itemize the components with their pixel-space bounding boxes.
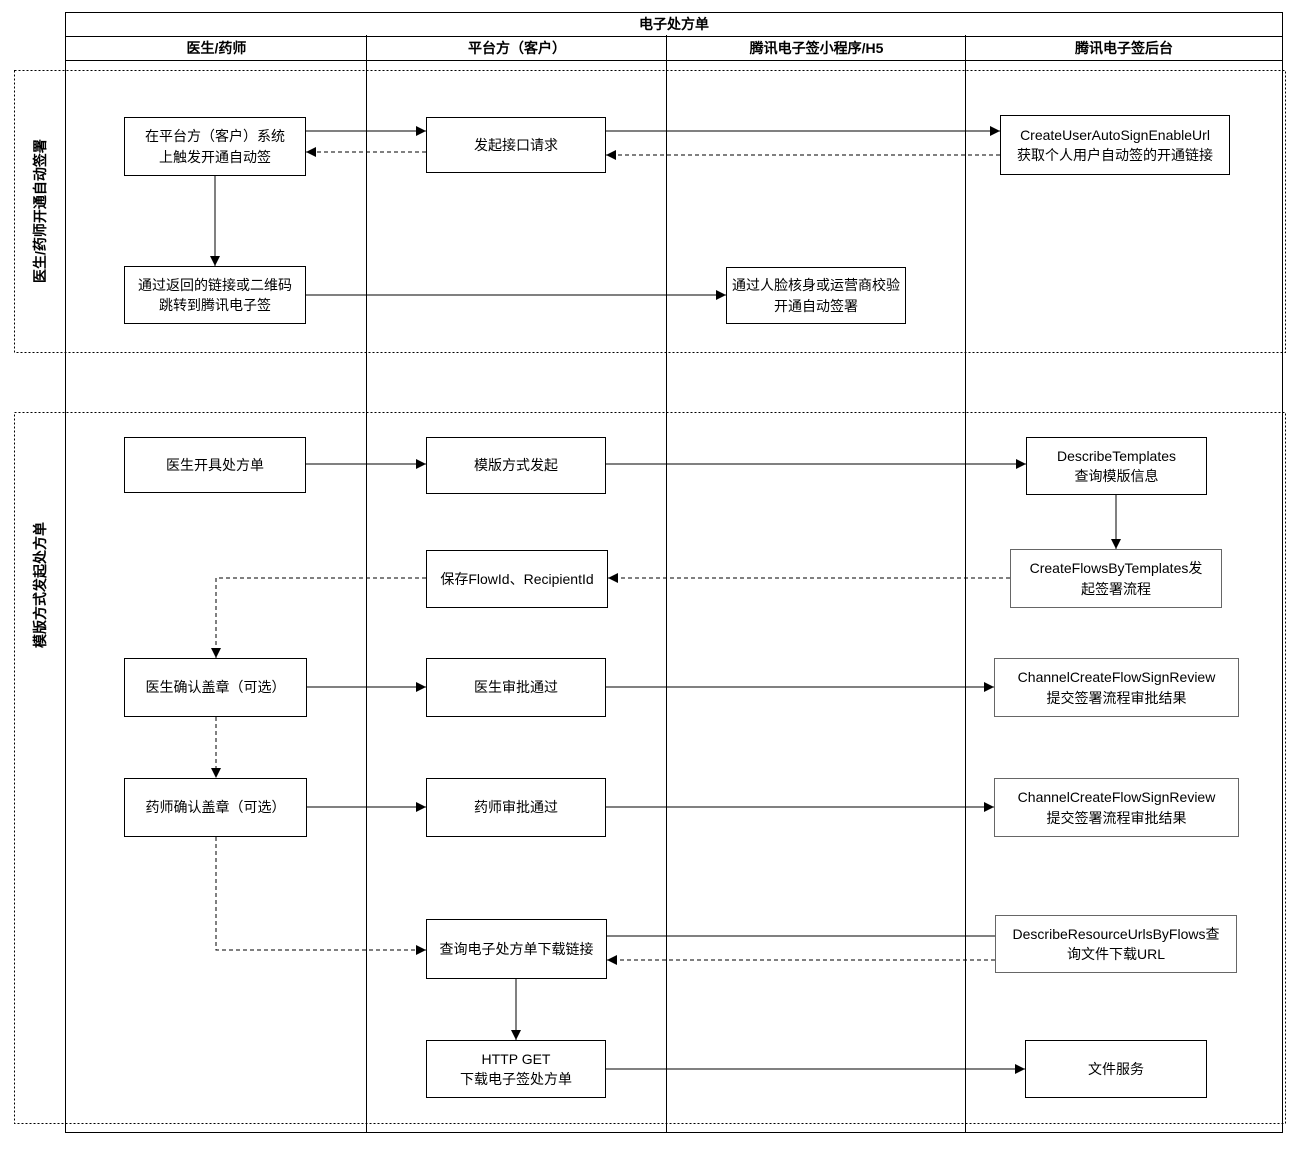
section-label-template-flow: 模版方式发起处方单 — [32, 522, 48, 648]
node-api-request: 发起接口请求 — [426, 117, 606, 173]
node-trigger-auto-sign: 在平台方（客户）系统 上触发开通自动签 — [124, 117, 306, 176]
lane-divider-2 — [666, 35, 667, 1133]
node-doctor-approve: 医生审批通过 — [426, 658, 606, 717]
section-box-auto-sign — [14, 70, 1286, 353]
lane-header-doctor: 医生/药师 — [186, 40, 247, 56]
node-template-initiate: 模版方式发起 — [426, 437, 606, 494]
lane-header-row: 医生/药师 平台方（客户） 腾讯电子签小程序/H5 腾讯电子签后台 — [66, 37, 1282, 61]
section-label-auto-sign: 医生/药师开通自动签署 — [32, 139, 48, 283]
node-pharmacist-confirm-seal: 药师确认盖章（可选） — [124, 778, 307, 837]
node-http-get-download: HTTP GET 下载电子签处方单 — [426, 1040, 606, 1098]
node-channel-review-doctor: ChannelCreateFlowSignReview 提交签署流程审批结果 — [994, 658, 1239, 717]
diagram-title: 电子处方单 — [66, 13, 1282, 37]
section-box-template-flow — [14, 412, 1286, 1124]
node-create-flows-by-templates: CreateFlowsByTemplates发 起签署流程 — [1010, 549, 1222, 608]
node-face-verify: 通过人脸核身或运营商校验 开通自动签署 — [726, 267, 906, 324]
lane-header-backend: 腾讯电子签后台 — [1075, 40, 1173, 56]
edge-pharmconfirm-to-query — [215, 837, 426, 955]
edge-saveflowid-to-doctorconfirm — [211, 577, 426, 658]
node-doctor-prescribe: 医生开具处方单 — [124, 437, 306, 493]
node-create-user-auto-sign-enable-url: CreateUserAutoSignEnableUrl 获取个人用户自动签的开通… — [1000, 115, 1230, 175]
node-describe-resource-urls: DescribeResourceUrlsByFlows查 询文件下载URL — [995, 915, 1237, 973]
node-channel-review-pharmacist: ChannelCreateFlowSignReview 提交签署流程审批结果 — [994, 778, 1239, 837]
lane-divider-1 — [366, 35, 367, 1133]
node-pharmacist-approve: 药师审批通过 — [426, 778, 606, 837]
node-jump-via-link: 通过返回的链接或二维码 跳转到腾讯电子签 — [124, 266, 306, 324]
node-doctor-confirm-seal: 医生确认盖章（可选） — [124, 658, 307, 717]
node-file-service: 文件服务 — [1025, 1040, 1207, 1098]
lane-header-platform: 平台方（客户） — [468, 40, 566, 56]
node-describe-templates: DescribeTemplates 查询模版信息 — [1026, 437, 1207, 495]
swimlane-table: 电子处方单 医生/药师 平台方（客户） 腾讯电子签小程序/H5 腾讯电子签后台 — [65, 12, 1283, 1133]
node-save-flow-id: 保存FlowId、RecipientId — [426, 550, 608, 608]
lane-header-miniprogram: 腾讯电子签小程序/H5 — [749, 40, 884, 56]
node-query-download-link: 查询电子处方单下载链接 — [426, 919, 607, 979]
lane-divider-3 — [965, 35, 966, 1133]
